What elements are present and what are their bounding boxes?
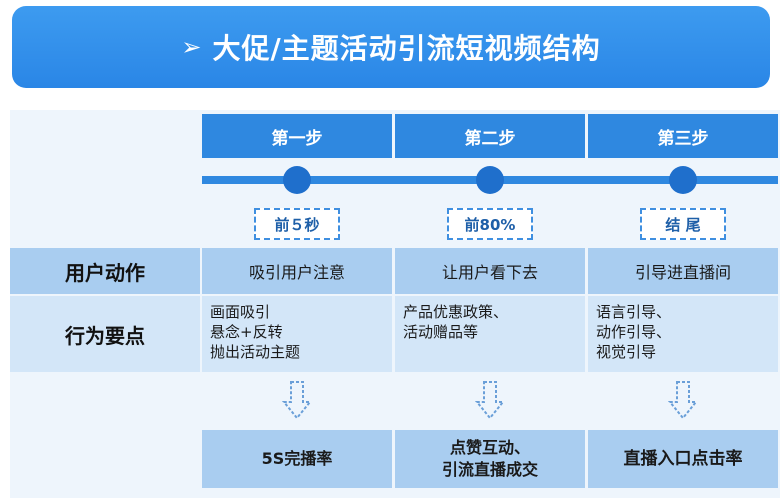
row-label-text: 用户动作 bbox=[65, 260, 145, 285]
timeline-dot-icon bbox=[476, 166, 504, 194]
cell-line: 语言引导、 bbox=[596, 303, 672, 321]
user-action-cell-3: 引导进直播间 bbox=[588, 248, 778, 294]
cell-line: 产品优惠政策、 bbox=[403, 303, 509, 321]
dashed-down-arrow-icon bbox=[395, 380, 585, 426]
result-line: 5S完播率 bbox=[261, 449, 333, 468]
phase-box-3: 结 尾 bbox=[640, 208, 726, 240]
behavior-cell-2: 产品优惠政策、 活动赠品等 bbox=[395, 296, 585, 372]
page-title: 大促/主题活动引流短视频结构 bbox=[212, 32, 601, 65]
result-line: 直播入口点击率 bbox=[623, 449, 743, 469]
step-label: 第三步 bbox=[657, 128, 709, 149]
cell-line: 动作引导、 bbox=[596, 323, 672, 341]
title-banner: ➢ 大促/主题活动引流短视频结构 bbox=[12, 6, 770, 88]
phase-box-1: 前５秒 bbox=[254, 208, 340, 240]
result-cell-2: 点赞互动、 引流直播成交 bbox=[395, 430, 585, 488]
dashed-down-arrow-icon bbox=[202, 380, 392, 426]
row-label-text: 行为要点 bbox=[65, 323, 145, 348]
row-label-behavior: 行为要点 bbox=[10, 296, 200, 372]
timeline-dot-icon bbox=[669, 166, 697, 194]
cell-line: 画面吸引 bbox=[210, 303, 271, 321]
step-label: 第一步 bbox=[271, 128, 323, 149]
cell-text: 引导进直播间 bbox=[634, 263, 731, 282]
result-cell-3: 直播入口点击率 bbox=[588, 430, 778, 488]
behavior-cell-3: 语言引导、 动作引导、 视觉引导 bbox=[588, 296, 778, 372]
phase-label: 结 尾 bbox=[665, 215, 701, 234]
phase-label: 前80% bbox=[464, 215, 516, 234]
result-line: 引流直播成交 bbox=[441, 460, 538, 479]
cell-line: 抛出活动主题 bbox=[210, 343, 301, 361]
structure-table: 第一步 第二步 第三步 前５秒 前80% 结 尾 用户动作 吸引用户注意 让用户… bbox=[10, 110, 780, 498]
cell-text: 让用户看下去 bbox=[441, 263, 538, 282]
row-label-user-action: 用户动作 bbox=[10, 248, 200, 294]
cell-text: 吸引用户注意 bbox=[248, 263, 345, 282]
behavior-cell-1: 画面吸引 悬念+反转 抛出活动主题 bbox=[202, 296, 392, 372]
step-header-3: 第三步 bbox=[588, 114, 778, 158]
result-line: 点赞互动、 bbox=[449, 438, 530, 457]
arrow-right-icon: ➢ bbox=[181, 33, 203, 61]
cell-line: 活动赠品等 bbox=[403, 323, 479, 341]
cell-line: 视觉引导 bbox=[596, 343, 657, 361]
step-label: 第二步 bbox=[464, 128, 516, 149]
phase-label: 前５秒 bbox=[274, 215, 320, 234]
step-header-2: 第二步 bbox=[395, 114, 585, 158]
step-header-1: 第一步 bbox=[202, 114, 392, 158]
result-cell-1: 5S完播率 bbox=[202, 430, 392, 488]
user-action-cell-1: 吸引用户注意 bbox=[202, 248, 392, 294]
dashed-down-arrow-icon bbox=[588, 380, 778, 426]
cell-line: 悬念+反转 bbox=[210, 323, 283, 341]
user-action-cell-2: 让用户看下去 bbox=[395, 248, 585, 294]
phase-box-2: 前80% bbox=[447, 208, 533, 240]
timeline-dot-icon bbox=[283, 166, 311, 194]
